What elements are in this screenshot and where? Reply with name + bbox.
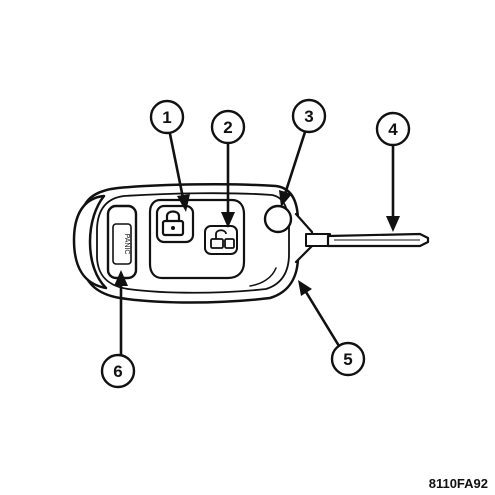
callout-4-number: 4 xyxy=(388,120,398,139)
arrowhead-1 xyxy=(177,194,190,212)
arrowhead-3 xyxy=(279,190,292,207)
fob-inner-rim xyxy=(96,192,290,294)
fob-end-cap xyxy=(72,194,108,290)
callout-2: 2 xyxy=(210,109,246,145)
callout-6-number: 6 xyxy=(113,362,122,381)
unlock-button[interactable] xyxy=(204,225,238,255)
callout-1-number: 1 xyxy=(162,108,171,127)
leader-arrow-5 xyxy=(304,290,341,348)
panic-button[interactable]: PANIC xyxy=(106,204,138,280)
callout-6: 6 xyxy=(100,353,136,389)
callout-3-number: 3 xyxy=(304,107,313,126)
blade-release-button[interactable] xyxy=(263,204,293,234)
callout-3: 3 xyxy=(291,98,327,134)
figure-id: 8110FA92 xyxy=(429,476,488,491)
lock-icon xyxy=(161,210,185,237)
leader-arrows xyxy=(114,130,400,358)
key-blade xyxy=(305,232,430,248)
arrowhead-4 xyxy=(386,216,400,232)
leader-arrow-3 xyxy=(283,130,307,196)
callout-2-number: 2 xyxy=(223,118,232,137)
callout-5-number: 5 xyxy=(343,350,352,369)
arrowhead-5 xyxy=(298,280,312,296)
leader-arrow-1 xyxy=(168,132,185,200)
arrowhead-6 xyxy=(114,270,128,286)
callout-1: 1 xyxy=(149,99,185,135)
panic-button-label: PANIC xyxy=(123,234,130,255)
callout-5: 5 xyxy=(330,341,366,377)
fob-shadow-line xyxy=(249,267,277,287)
arrowhead-2 xyxy=(221,212,235,228)
unlock-icon xyxy=(210,229,235,249)
callout-4: 4 xyxy=(375,111,411,147)
lock-button[interactable] xyxy=(155,204,195,244)
